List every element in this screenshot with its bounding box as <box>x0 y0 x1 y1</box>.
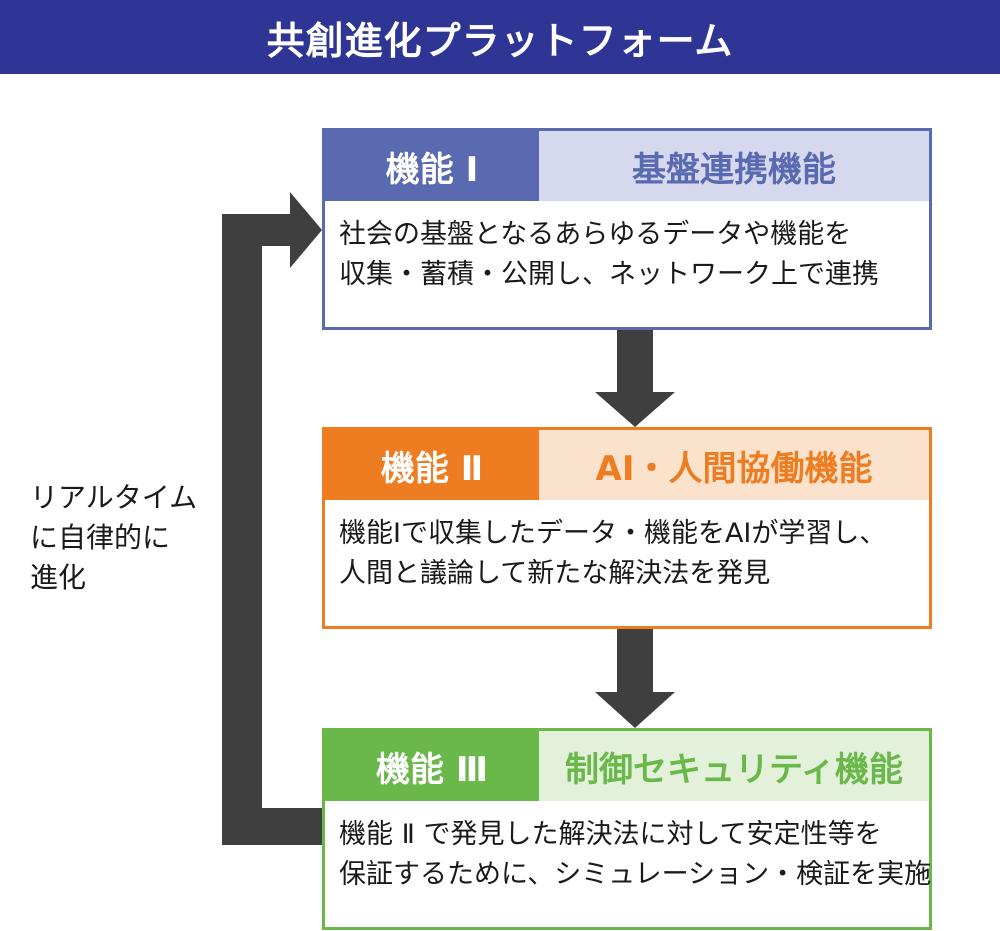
card-header: 機能 Ⅱ AI・人間協働機能 <box>325 430 929 500</box>
card-description-line: 機能Ⅰで収集したデータ・機能をAIが学習し、 <box>339 518 887 549</box>
feedback-loop-arrow <box>222 192 322 845</box>
function-card-1: 機能 Ⅰ 基盤連携機能 社会の基盤となるあらゆるデータや機能を 収集・蓄積・公開… <box>322 128 932 330</box>
card-header: 機能 Ⅲ 制御セキュリティ機能 <box>325 731 929 801</box>
card-description: 機能Ⅰで収集したデータ・機能をAIが学習し、 人間と議論して新たな解決法を発見 <box>325 500 929 594</box>
loop-label-line: リアルタイム <box>30 481 198 514</box>
card-description-line: 人間と議論して新たな解決法を発見 <box>339 558 771 589</box>
loop-label-line: に自律的に <box>30 521 171 554</box>
card-number: 機能 Ⅱ <box>325 430 539 500</box>
function-card-3: 機能 Ⅲ 制御セキュリティ機能 機能 Ⅱ で発見した解決法に対して安定性等を 保… <box>322 728 932 930</box>
down-arrow-2-to-3 <box>595 629 675 728</box>
card-description-line: 社会の基盤となるあらゆるデータや機能を <box>339 219 852 250</box>
card-name: AI・人間協働機能 <box>539 430 929 500</box>
card-number: 機能 Ⅰ <box>325 131 539 201</box>
card-header: 機能 Ⅰ 基盤連携機能 <box>325 131 929 201</box>
card-description: 社会の基盤となるあらゆるデータや機能を 収集・蓄積・公開し、ネットワーク上で連携 <box>325 201 929 295</box>
function-card-2: 機能 Ⅱ AI・人間協働機能 機能Ⅰで収集したデータ・機能をAIが学習し、 人間… <box>322 427 932 629</box>
card-number: 機能 Ⅲ <box>325 731 539 801</box>
card-name: 基盤連携機能 <box>539 131 929 201</box>
loop-label: リアルタイム に自律的に 進化 <box>30 478 197 598</box>
card-description: 機能 Ⅱ で発見した解決法に対して安定性等を 保証するために、シミュレーション・… <box>325 801 932 895</box>
down-arrow-1-to-2 <box>595 330 675 427</box>
card-description-line: 保証するために、シミュレーション・検証を実施 <box>339 859 932 890</box>
card-name: 制御セキュリティ機能 <box>539 731 929 801</box>
card-description-line: 機能 Ⅱ で発見した解決法に対して安定性等を <box>339 819 882 850</box>
loop-label-line: 進化 <box>30 561 87 594</box>
page-title: 共創進化プラットフォーム <box>0 0 1000 74</box>
card-description-line: 収集・蓄積・公開し、ネットワーク上で連携 <box>339 259 879 290</box>
